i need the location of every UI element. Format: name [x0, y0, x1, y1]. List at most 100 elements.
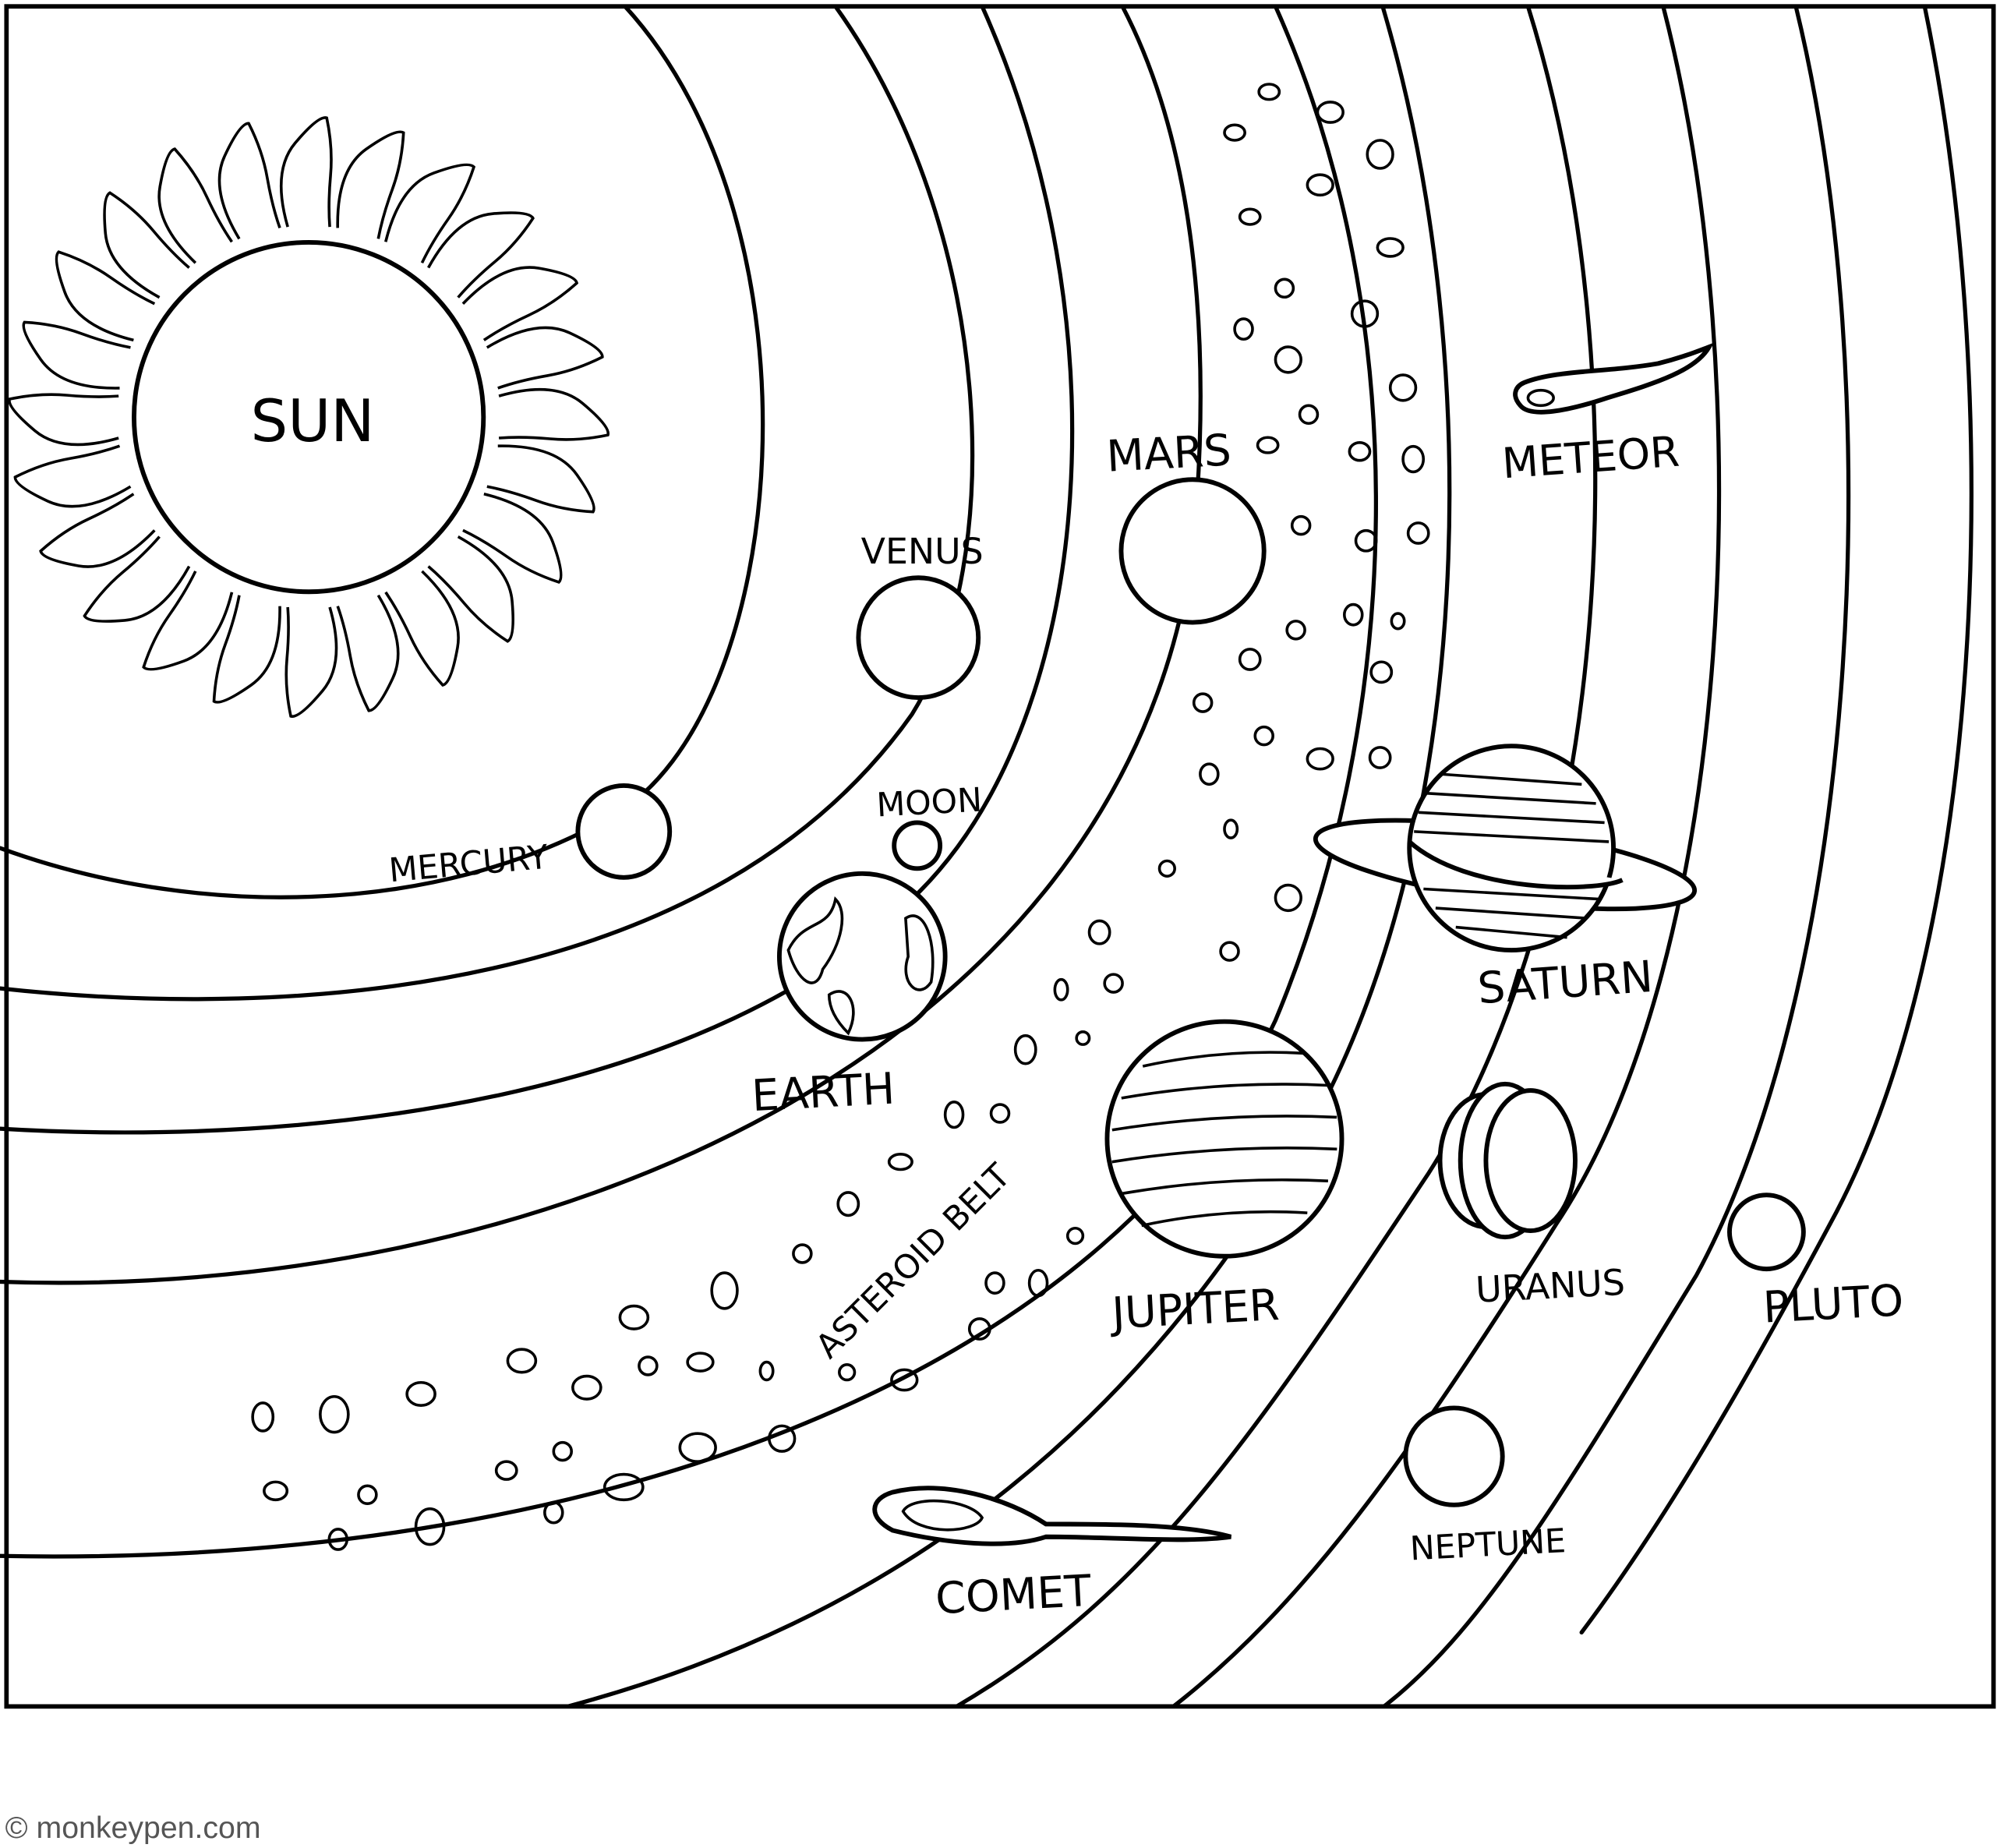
asteroid	[1157, 859, 1176, 878]
asteroid	[989, 1103, 1011, 1124]
sun-flame	[486, 444, 595, 514]
asteroid	[1274, 277, 1295, 299]
orbits	[0, 4, 1973, 1708]
asteroid	[1350, 299, 1380, 328]
asteroid	[319, 1394, 350, 1434]
sun-flame	[103, 191, 190, 299]
label-jupiter: JUPITER	[1108, 1280, 1281, 1339]
asteroid	[1285, 620, 1306, 641]
asteroid	[1223, 818, 1239, 839]
asteroid	[602, 1472, 645, 1502]
sun-flame	[22, 320, 131, 390]
asteroid	[618, 1304, 650, 1330]
orbit-uranus	[954, 4, 1598, 1708]
sun-flame	[427, 211, 535, 299]
planet-pluto	[1727, 1193, 1806, 1272]
label-earth: EARTH	[751, 1064, 896, 1122]
saturn-stripe	[1414, 830, 1610, 843]
asteroid	[1233, 317, 1254, 341]
asteroid	[251, 1401, 275, 1433]
sun-flame	[13, 444, 132, 508]
asteroid	[571, 1374, 602, 1401]
asteroid	[1253, 725, 1274, 747]
asteroid	[890, 1368, 919, 1392]
asteroid	[1376, 237, 1405, 258]
asteroid	[792, 1243, 813, 1264]
asteroid	[1257, 83, 1281, 101]
jupiter-stripe	[1111, 1115, 1337, 1132]
asteroid	[1306, 173, 1334, 197]
asteroid	[405, 1380, 436, 1408]
asteroid	[1298, 404, 1320, 426]
asteroid	[838, 1363, 857, 1382]
asteroid	[1075, 1030, 1091, 1046]
asteroid	[1366, 139, 1394, 170]
label-sun: SUN	[250, 387, 374, 455]
planet-earth	[776, 871, 948, 1042]
asteroid	[1238, 648, 1262, 671]
label-uranus: URANUS	[1475, 1261, 1626, 1311]
asteroid	[1401, 444, 1426, 474]
sun-flame	[498, 387, 610, 441]
saturn-stripe	[1455, 925, 1567, 939]
asteroid	[943, 1100, 965, 1129]
orbit-pluto	[1381, 4, 1851, 1708]
asteroid	[1390, 612, 1406, 631]
asteroid	[768, 1424, 797, 1453]
asteroid	[1290, 514, 1312, 536]
orbit-neptune	[1171, 4, 1721, 1708]
asteroid	[1316, 101, 1345, 124]
sun-flame	[157, 147, 233, 264]
asteroid	[1343, 602, 1364, 627]
asteroid	[1306, 747, 1334, 771]
asteroid	[758, 1360, 775, 1382]
asteroid	[1192, 692, 1214, 713]
asteroid	[506, 1348, 538, 1374]
jupiter-stripe	[1111, 1147, 1337, 1164]
comet	[872, 1486, 1231, 1546]
saturn-stripe	[1423, 887, 1600, 901]
planet-venus	[856, 575, 981, 701]
asteroid	[1103, 973, 1124, 994]
asteroid	[414, 1507, 446, 1546]
asteroid	[1223, 123, 1246, 142]
sun-flame	[486, 326, 604, 390]
asteroid	[710, 1271, 739, 1310]
asteroid	[686, 1352, 715, 1373]
sun-flame	[384, 570, 460, 687]
orbit-mars	[0, 4, 1203, 1285]
jupiter-stripe	[1121, 1083, 1328, 1100]
jupiter-stripe	[1120, 1178, 1328, 1196]
sun-flame	[8, 393, 119, 447]
asteroid	[1199, 762, 1220, 786]
sun-flame	[217, 122, 281, 240]
jupiter-stripe	[1141, 1210, 1308, 1228]
saturn-stripe	[1426, 791, 1596, 805]
jupiter-stripe	[1142, 1051, 1306, 1068]
sun-flame	[462, 492, 563, 584]
sun-flames	[8, 116, 610, 718]
sun-flame	[336, 130, 405, 239]
meteor	[1513, 342, 1715, 415]
asteroid	[1406, 521, 1430, 545]
label-comet: COMET	[935, 1566, 1094, 1624]
asteroid-belt	[251, 83, 1430, 1551]
sun-flame	[83, 535, 191, 623]
asteroid	[887, 1153, 913, 1171]
planet-neptune	[1403, 1405, 1505, 1507]
asteroid	[1013, 1034, 1037, 1065]
asteroid	[1087, 919, 1111, 945]
asteroid	[494, 1460, 518, 1481]
label-neptune: NEPTUNE	[1409, 1522, 1567, 1568]
saturn-stripe	[1435, 906, 1588, 920]
label-moon: MOON	[875, 781, 983, 825]
asteroid	[1238, 207, 1262, 226]
asteroid	[327, 1528, 349, 1551]
sun-flame	[284, 606, 338, 718]
sun-flame	[212, 595, 281, 704]
planet-mars	[1118, 477, 1267, 625]
saturn-stripe	[1418, 811, 1605, 825]
asteroid	[1368, 746, 1392, 769]
asteroid	[357, 1484, 378, 1505]
